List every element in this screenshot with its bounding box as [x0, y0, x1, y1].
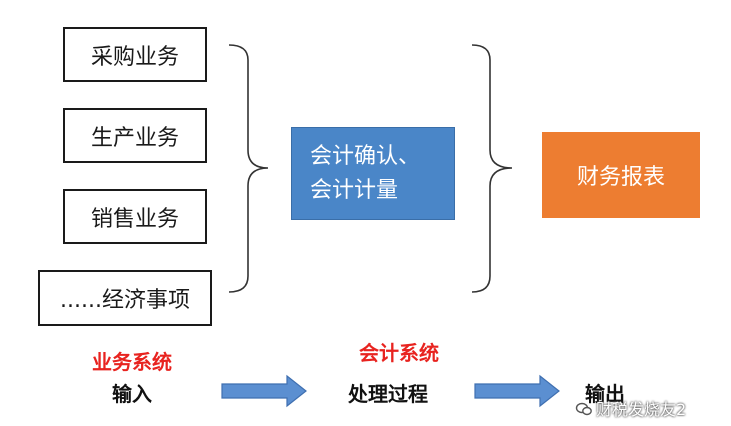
output-label: 输出 [585, 382, 625, 406]
right-brace [471, 44, 513, 293]
business-box-purchase-label: 采购业务 [90, 44, 179, 70]
left-brace [228, 44, 269, 293]
financial-report-box: 财务报表 [542, 132, 700, 218]
accounting-system-label: 会计系统 [359, 341, 439, 365]
input-to-process-arrow [221, 374, 307, 408]
processing-label: 处理过程 [348, 382, 428, 406]
business-box-sales: 销售业务 [63, 189, 207, 244]
process-line-1: 会计确认、 [310, 144, 421, 169]
business-box-economic-events: ......经济事项 [38, 270, 212, 326]
business-box-purchase: 采购业务 [63, 27, 207, 82]
watermark-text: 财税发烧友2 [596, 400, 687, 419]
wechat-icon [575, 401, 592, 416]
accounting-process-box: 会计确认、 会计计量 [291, 127, 455, 220]
business-box-production-label: 生产业务 [90, 125, 179, 151]
business-system-label: 业务系统 [92, 350, 172, 374]
process-to-output-arrow [474, 374, 560, 408]
business-box-economic-events-label: ......经济事项 [60, 288, 190, 313]
business-box-sales-label: 销售业务 [90, 206, 179, 232]
process-line-2: 会计计量 [310, 178, 399, 203]
financial-report-label: 财务报表 [576, 165, 665, 190]
business-box-production: 生产业务 [63, 108, 207, 163]
watermark: 财税发烧友2 [575, 396, 687, 420]
input-label: 输入 [112, 382, 152, 406]
